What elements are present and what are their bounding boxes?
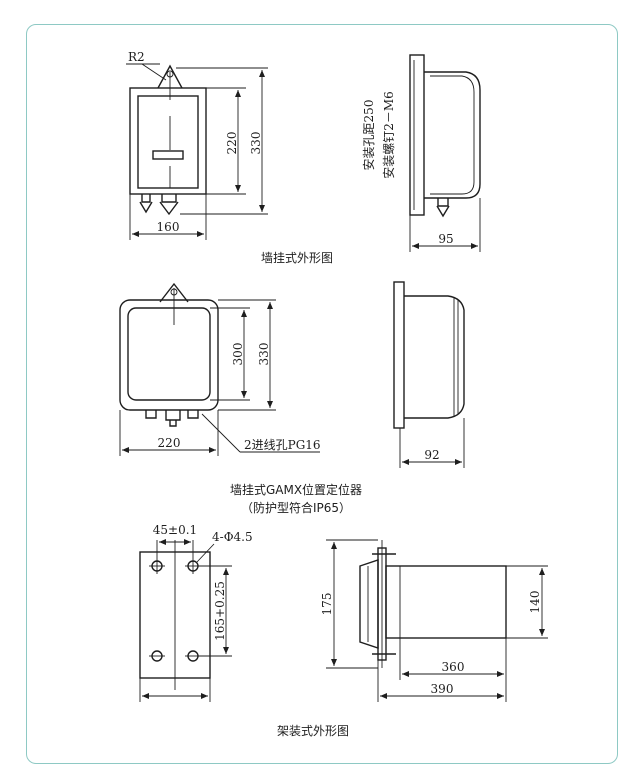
fig2-caption-line1: 墙挂式GAMX位置定位器 bbox=[230, 482, 362, 497]
fig3-dim-360: 360 bbox=[442, 660, 465, 674]
fig2-side-view bbox=[393, 281, 465, 468]
fig2-dim-220: 220 bbox=[158, 436, 181, 450]
fig1-dim-220: 220 bbox=[225, 132, 239, 155]
fig2-hole-label: 2进线孔PG16 bbox=[244, 438, 321, 452]
fig1-side-view bbox=[409, 54, 481, 252]
fig1-radius-label: R2 bbox=[128, 50, 145, 64]
fig1-caption: 墙挂式外形图 bbox=[261, 251, 333, 265]
drawing-frame bbox=[26, 24, 618, 764]
fig1-mount-screws: 安装螺钉2－M6 bbox=[381, 91, 396, 179]
fig2-dim-300: 300 bbox=[231, 343, 245, 366]
fig3-dim-140: 140 bbox=[528, 591, 542, 614]
fig1-dim-330: 330 bbox=[249, 132, 263, 155]
fig2-caption-line2: （防护型符合IP65） bbox=[241, 500, 351, 515]
fig2-dim-92: 92 bbox=[424, 448, 439, 462]
fig1-mount-hole-spacing: 安装孔距250 bbox=[361, 100, 376, 171]
fig3-dim-45: 45±0.1 bbox=[153, 523, 197, 537]
fig1-dim-95: 95 bbox=[438, 232, 453, 246]
fig3-dim-165: 165+0.25 bbox=[213, 581, 227, 641]
fig1-front-view bbox=[126, 63, 268, 240]
fig1-dim-160: 160 bbox=[157, 220, 180, 234]
fig3-dim-390: 390 bbox=[431, 682, 454, 696]
fig2-dim-330: 330 bbox=[257, 343, 271, 366]
fig3-dim-175: 175 bbox=[320, 593, 334, 616]
fig3-caption: 架装式外形图 bbox=[277, 724, 349, 738]
fig3-front-view bbox=[139, 539, 232, 702]
fig3-holes-label: 4-Φ4.5 bbox=[212, 530, 253, 544]
fig3-side-view bbox=[326, 539, 548, 702]
fig2-front-view bbox=[119, 282, 320, 456]
